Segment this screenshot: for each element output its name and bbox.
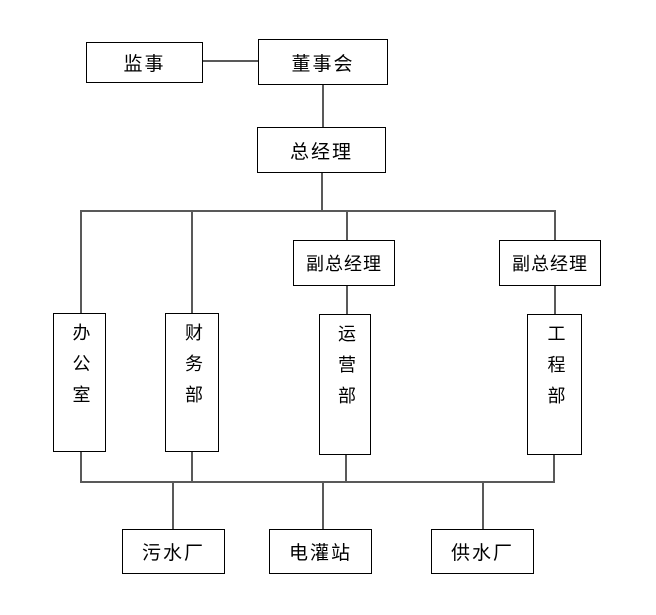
node-board-of-directors-label: 董事会 [291, 52, 355, 75]
connector-bangongshi-lowerbus [80, 452, 82, 483]
connector-bus-fuzong2 [554, 210, 556, 241]
node-board-of-directors: 董事会 [258, 39, 388, 85]
node-supervisor: 监事 [86, 42, 203, 83]
node-finance-department-label: 财务部 [182, 323, 203, 416]
connector-dongshihui-zongjingli [322, 85, 324, 127]
connector-lowerbus-dianguanzhan [322, 481, 324, 529]
connector-zongjingli-bus [321, 173, 323, 212]
node-deputy-general-manager-1: 副总经理 [293, 240, 395, 286]
lower-bus-line [80, 481, 555, 483]
node-sewage-plant-label: 污水厂 [141, 542, 205, 564]
node-water-supply-plant: 供水厂 [431, 529, 534, 574]
connector-caiwubu-lowerbus [191, 452, 193, 483]
node-operations-department-label: 运营部 [335, 324, 356, 417]
connector-bus-caiwubu [191, 210, 193, 313]
connector-jianshi-dongshihui [203, 60, 258, 62]
node-water-supply-plant-label: 供水厂 [450, 542, 514, 564]
connector-lowerbus-wushuichang [172, 481, 174, 529]
upper-bus-line [80, 210, 556, 212]
node-general-manager-label: 总经理 [289, 140, 353, 163]
node-deputy-general-manager-1-label: 副总经理 [306, 254, 382, 275]
connector-fuzong1-yunyingbu [346, 286, 348, 315]
node-electric-irrigation-station: 电灌站 [269, 529, 372, 574]
node-office: 办公室 [53, 313, 106, 452]
connector-lowerbus-gongshuichang [482, 481, 484, 529]
connector-bus-fuzong1 [346, 210, 348, 241]
node-office-label: 办公室 [69, 323, 91, 416]
node-supervisor-label: 监事 [123, 53, 166, 75]
node-electric-irrigation-station-label: 电灌站 [288, 542, 352, 564]
connector-yunyingbu-lowerbus [345, 455, 347, 483]
node-engineering-department-label: 工程部 [544, 324, 566, 417]
connector-gongchengbu-lowerbus [553, 455, 555, 483]
node-operations-department: 运营部 [319, 314, 371, 455]
node-deputy-general-manager-2-label: 副总经理 [512, 254, 588, 275]
node-general-manager: 总经理 [257, 127, 386, 173]
node-engineering-department: 工程部 [527, 314, 582, 455]
connector-fuzong2-gongchengbu [554, 286, 556, 315]
node-deputy-general-manager-2: 副总经理 [499, 240, 601, 286]
node-sewage-plant: 污水厂 [122, 529, 225, 574]
node-finance-department: 财务部 [165, 313, 219, 452]
connector-bus-bangongshi [80, 210, 82, 313]
